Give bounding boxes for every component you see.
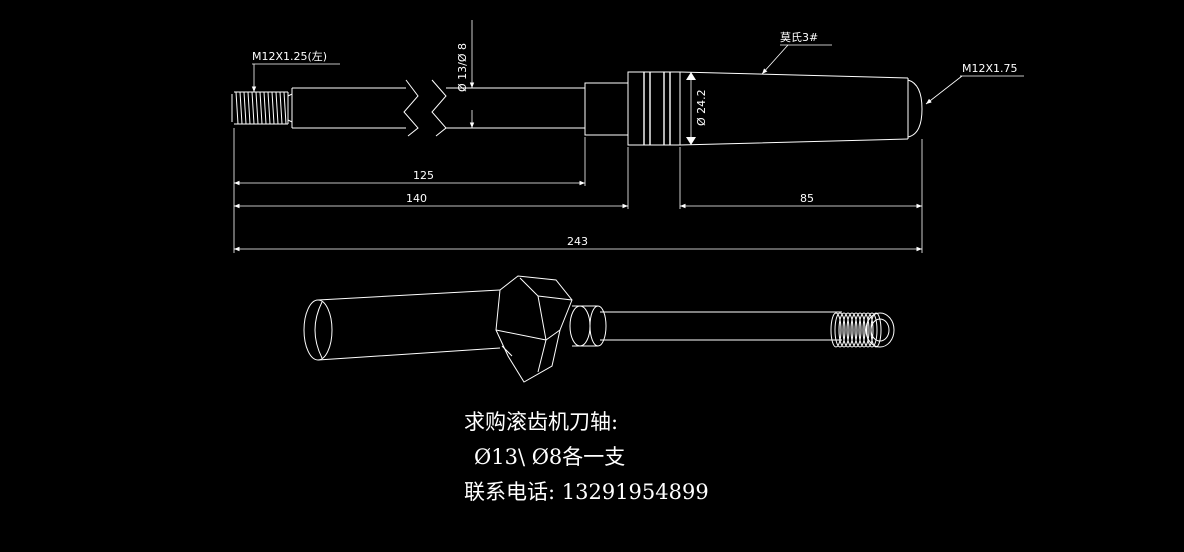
dimension-85: 85 xyxy=(680,192,922,209)
thread-right-callout: M12X1.75 xyxy=(925,62,1024,105)
thread-ring xyxy=(862,312,874,348)
contact-phone: 联系电话: 13291954899 xyxy=(464,480,709,504)
diameter-dimension-large: Ø 24.2 xyxy=(686,72,708,145)
dim-243-label: 243 xyxy=(567,235,588,248)
diameter-label-large: Ø 24.2 xyxy=(695,89,708,126)
thread-tooth xyxy=(239,91,243,125)
isometric-view xyxy=(303,275,895,383)
request-title: 求购滚齿机刀轴: xyxy=(464,410,619,434)
thread-tooth xyxy=(259,91,263,125)
thread-tooth xyxy=(247,91,251,125)
front-view xyxy=(231,71,923,146)
thread-ring xyxy=(850,312,862,348)
thread-ring xyxy=(858,312,870,348)
thread-tooth xyxy=(255,91,259,125)
thread-tooth xyxy=(271,91,275,125)
thread-tooth xyxy=(267,91,271,125)
dimension-125: 125 xyxy=(234,169,585,186)
diameter-label-small: Ø 13/Ø 8 xyxy=(456,43,469,92)
thread-tooth xyxy=(279,91,283,125)
thread-tooth xyxy=(275,91,279,125)
extension-lines xyxy=(233,128,923,253)
thread-ring xyxy=(834,312,846,348)
thread-ring xyxy=(830,312,842,348)
taper-label: 莫氏3# xyxy=(780,31,818,44)
thread-tooth xyxy=(263,91,267,125)
left-thread xyxy=(231,91,289,125)
thread-right-label: M12X1.75 xyxy=(962,62,1018,75)
dim-125-label: 125 xyxy=(413,169,434,182)
dimension-140: 140 xyxy=(234,192,628,209)
thread-tooth xyxy=(283,91,287,125)
thread-ring xyxy=(838,312,850,348)
thread-ring xyxy=(846,312,858,348)
thread-tooth xyxy=(243,91,247,125)
dim-85-label: 85 xyxy=(800,192,814,205)
thread-left-callout: M12X1.25(左) xyxy=(251,50,340,92)
thread-left-label: M12X1.25(左) xyxy=(252,50,327,63)
dimension-243: 243 xyxy=(234,235,922,252)
thread-tooth xyxy=(235,91,239,125)
diameter-dimension-small: Ø 13/Ø 8 xyxy=(456,20,475,128)
thread-ring xyxy=(842,312,854,348)
thread-ring xyxy=(866,312,878,348)
dim-140-label: 140 xyxy=(406,192,427,205)
taper-callout: 莫氏3# xyxy=(761,31,832,75)
request-diameters: Ø13\ Ø8各一支 xyxy=(474,445,626,469)
thread-ring xyxy=(854,312,866,348)
thread-tooth xyxy=(251,91,255,125)
